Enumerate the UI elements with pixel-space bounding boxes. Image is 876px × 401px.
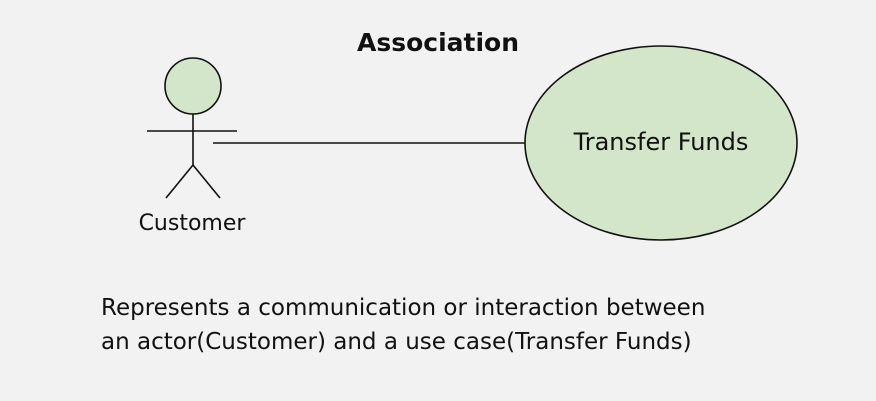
description-line-1: Represents a communication or interactio… [101, 295, 706, 321]
actor-label: Customer [138, 211, 246, 236]
use-case-ellipse [524, 45, 798, 241]
actor-right-leg [192, 164, 221, 199]
description-line-2: an actor(Customer) and a use case(Transf… [101, 329, 692, 355]
actor-head [164, 57, 222, 115]
actor-figure [147, 57, 237, 199]
diagram-title: Association [356, 28, 520, 57]
association-description: Represents a communication or interactio… [101, 291, 861, 359]
actor-left-leg [165, 164, 194, 199]
use-case-label: Transfer Funds [573, 128, 749, 156]
